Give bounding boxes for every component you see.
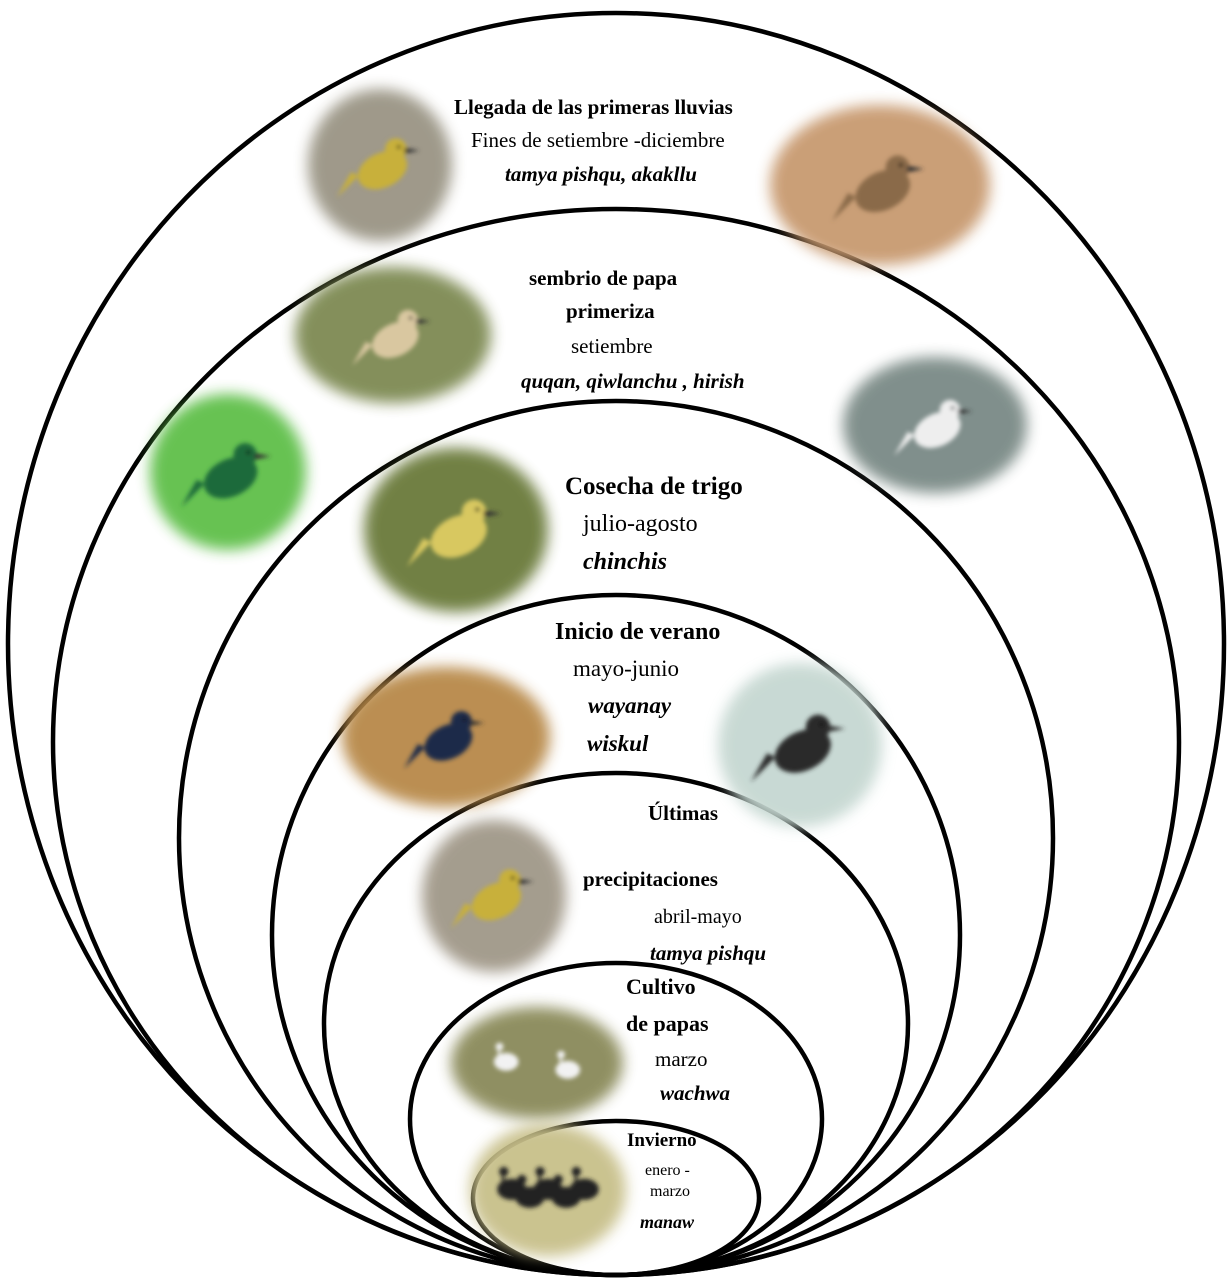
- hummingbird-photo: [150, 394, 306, 550]
- finch-photo-2: [422, 820, 566, 972]
- ring-7-period-line1: enero -: [645, 1163, 690, 1179]
- ring-5-period: abril-mayo: [654, 907, 742, 927]
- ring-6-period: marzo: [655, 1049, 707, 1070]
- swallow-photo: [342, 667, 550, 807]
- ring-5-title-line2: precipitaciones: [583, 869, 718, 890]
- ring-2-title-line1: sembrio de papa: [529, 268, 677, 289]
- ring-6-title-line2: de papas: [626, 1013, 709, 1035]
- ring-4-birds-line1: wayanay: [588, 694, 671, 717]
- ring-4-title: Inicio de verano: [555, 620, 720, 644]
- ring-4-period: mayo-junio: [573, 657, 679, 680]
- ibis-photo: [295, 267, 491, 403]
- ring-1-birds: tamya pishqu, akakllu: [505, 164, 697, 185]
- ring-7-title: Invierno: [627, 1131, 697, 1150]
- gull-photo: [843, 357, 1027, 493]
- ring-3-birds: chinchis: [583, 550, 667, 574]
- ring-7-period-line2: marzo: [650, 1184, 690, 1200]
- ring-4-birds-line2: wiskul: [587, 732, 648, 755]
- siskin-photo: [364, 448, 548, 612]
- ring-3-period: julio-agosto: [583, 512, 698, 536]
- ring-1-title: Llegada de las primeras lluvias: [454, 97, 733, 118]
- ring-3-title: Cosecha de trigo: [565, 474, 743, 499]
- geese-photo: [451, 1007, 623, 1119]
- ring-1-period: Fines de setiembre -diciembre: [471, 130, 725, 151]
- ibises-photo: [470, 1124, 626, 1256]
- ring-2-period: setiembre: [571, 336, 653, 357]
- ring-6-birds: wachwa: [660, 1083, 730, 1104]
- vulture-photo: [718, 663, 882, 827]
- ring-6-title-line1: Cultivo: [626, 976, 696, 998]
- ring-2-title-line2: primeriza: [566, 301, 655, 322]
- ring-5-birds: tamya pishqu: [650, 943, 766, 964]
- ring-7-birds: manaw: [640, 1213, 694, 1231]
- ring-5-title-line1: Últimas: [648, 803, 718, 824]
- woodpecker-photo: [770, 105, 990, 265]
- finch-photo-1: [308, 89, 452, 241]
- ring-2-birds: quqan, qiwlanchu , hirish: [521, 371, 745, 392]
